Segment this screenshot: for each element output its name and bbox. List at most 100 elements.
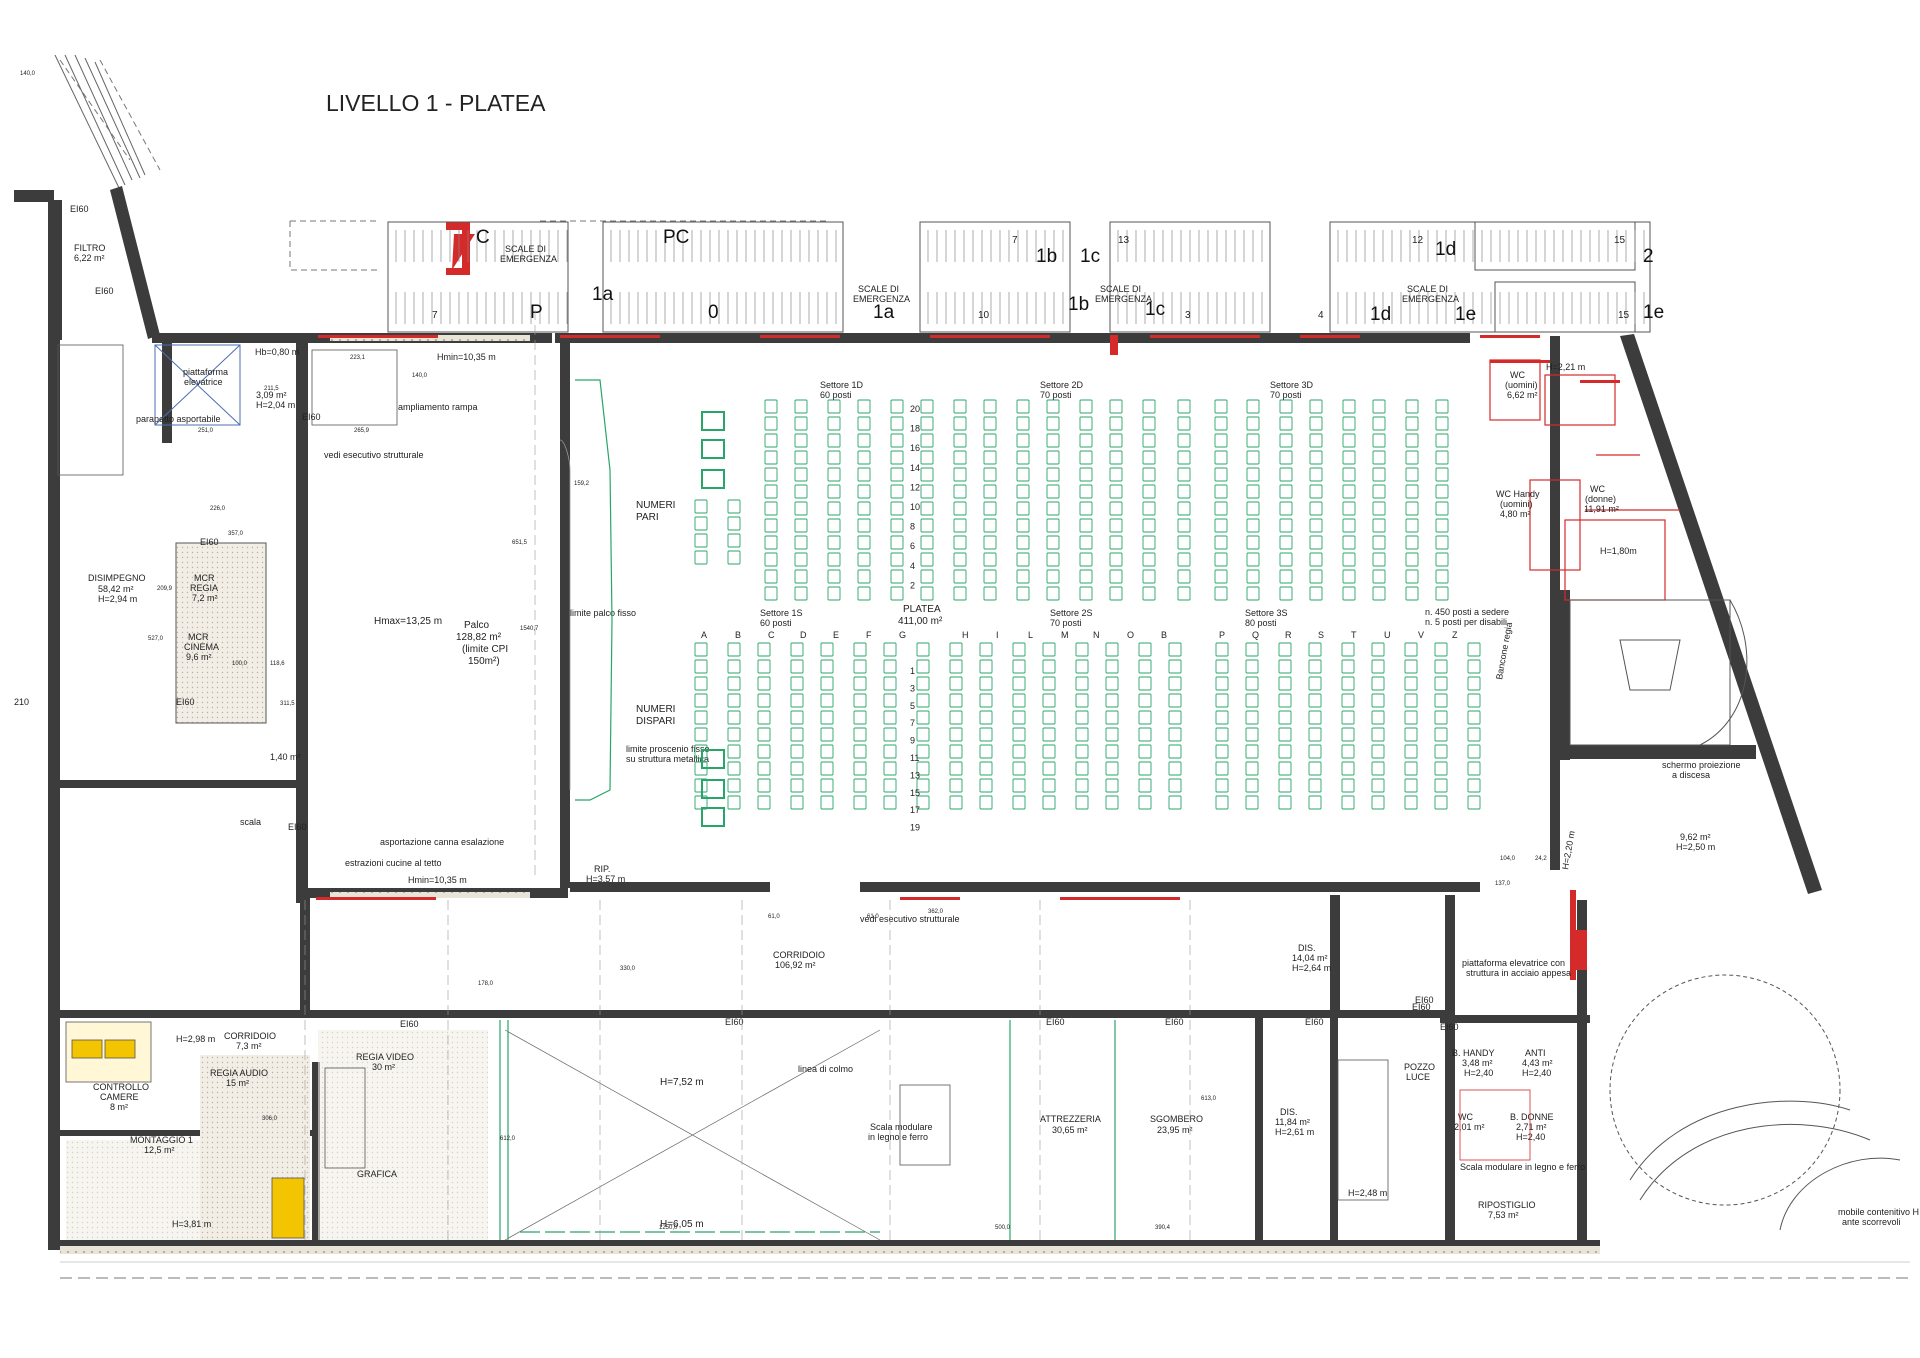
row-number-even: 12 (910, 482, 920, 492)
seat (1404, 710, 1418, 725)
b-donne-area: 2,71 m² (1516, 1122, 1547, 1132)
seat (794, 399, 808, 414)
seat (857, 569, 871, 584)
piattaforma-name: piattaforma (183, 367, 228, 377)
seat (1042, 795, 1056, 810)
controllo-area: 8 m² (110, 1102, 128, 1112)
seat (1404, 676, 1418, 691)
wc-uomini-name2: (uomini) (1505, 380, 1538, 390)
seat (1042, 744, 1056, 759)
row-number-odd: 19 (910, 823, 920, 833)
rip-name: RIP. (594, 864, 610, 874)
seat (1434, 795, 1448, 810)
seat (764, 433, 778, 448)
seat (1016, 467, 1030, 482)
seat (1046, 416, 1060, 431)
seat (1405, 399, 1419, 414)
column-letter: E (833, 630, 839, 640)
seat (953, 399, 967, 414)
stair-label-13: 13 (1118, 235, 1130, 246)
seat (757, 744, 771, 759)
seat (790, 778, 804, 793)
seat (1279, 501, 1293, 516)
regia-video-zone (318, 1030, 488, 1240)
seat (1109, 518, 1123, 533)
seat (949, 710, 963, 725)
b-donne-h: H=2,40 (1516, 1132, 1545, 1142)
seat (1279, 569, 1293, 584)
seat (1467, 642, 1481, 657)
wheelchair-spots (701, 411, 725, 827)
seat (983, 450, 997, 465)
seat (1109, 450, 1123, 465)
wc-donne-area: 11,91 m² (1584, 504, 1619, 514)
seat (694, 516, 708, 531)
seat (983, 399, 997, 414)
seat (1105, 659, 1119, 674)
seat (920, 433, 934, 448)
seat (1168, 761, 1182, 776)
disimpegno-area: 58,42 m² (98, 584, 134, 594)
seat (1246, 518, 1260, 533)
seat (1435, 552, 1449, 567)
seat (820, 642, 834, 657)
seat (1372, 535, 1386, 550)
seat (853, 659, 867, 674)
ei60-label: EI60 (95, 286, 114, 296)
seat (1404, 642, 1418, 657)
seat (764, 416, 778, 431)
dimension-label: 24,2 (1535, 856, 1547, 862)
seat (827, 433, 841, 448)
column-letter: R (1285, 630, 1292, 640)
seat (820, 693, 834, 708)
seat (1372, 399, 1386, 414)
dimension-label: 251,0 (198, 428, 214, 434)
sector-3s-seats: 80 posti (1245, 618, 1277, 628)
wheelchair-icon (701, 807, 725, 827)
seat (1214, 399, 1228, 414)
stair-label-0: 0 (708, 302, 719, 323)
seat (1309, 501, 1323, 516)
seat (1109, 501, 1123, 516)
proscenium-line (575, 379, 613, 801)
seat (757, 761, 771, 776)
seat (916, 795, 930, 810)
seat (1109, 467, 1123, 482)
seat (1042, 659, 1056, 674)
seat (1371, 710, 1385, 725)
row-number-even: 6 (910, 541, 915, 551)
seat (1168, 744, 1182, 759)
seat (1109, 569, 1123, 584)
attrezzeria-area: 30,65 m² (1052, 1125, 1088, 1135)
seat (857, 552, 871, 567)
seat (1079, 501, 1093, 516)
seat (979, 727, 993, 742)
seat (1279, 552, 1293, 567)
seat (1308, 795, 1322, 810)
seat (1308, 710, 1322, 725)
seat (853, 676, 867, 691)
seat (1435, 501, 1449, 516)
external-dashed-lines (59, 59, 830, 271)
anti-name: ANTI (1525, 1048, 1546, 1058)
seat (1342, 535, 1356, 550)
sgombero-name: SGOMBERO (1150, 1114, 1203, 1124)
seat (1142, 433, 1156, 448)
seat (1309, 433, 1323, 448)
schermo-l1: schermo proiezione (1662, 760, 1741, 770)
parapetto-label: parapetto asportabile (136, 414, 221, 424)
stair-label-15-top: 15 (1614, 235, 1626, 246)
dimension-label: 500,0 (995, 1225, 1011, 1231)
seat (794, 450, 808, 465)
row-number-even: 20 (910, 404, 920, 414)
seat (953, 416, 967, 431)
seat (1177, 399, 1191, 414)
seat (1342, 484, 1356, 499)
mobile-l1: mobile contenitivo H (1838, 1207, 1919, 1217)
seat (1405, 518, 1419, 533)
seat (827, 484, 841, 499)
seat (920, 399, 934, 414)
corridoio2-name: CORRIDOIO (224, 1031, 276, 1041)
seat (983, 484, 997, 499)
seat (794, 569, 808, 584)
